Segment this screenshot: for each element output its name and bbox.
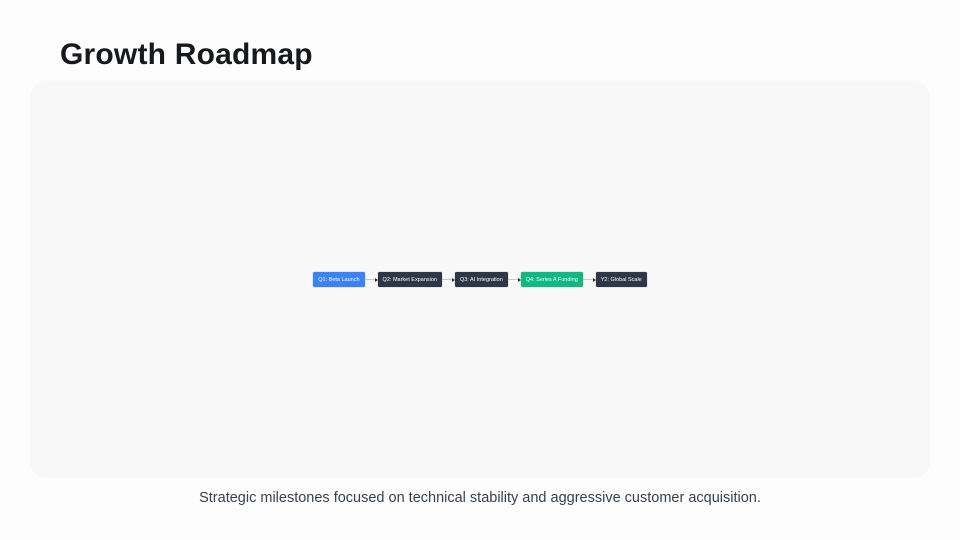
- flow-arrow-line: [441, 279, 452, 280]
- flowchart-node-n3: Q3: AI Integration: [454, 272, 508, 287]
- flow-arrowhead-icon: [374, 277, 378, 282]
- roadmap-panel: Q1: Beta Launch Q2: Market Expansion Q3: A…: [30, 81, 930, 478]
- flow-arrow: [582, 277, 596, 282]
- roadmap-flowchart: Q1: Beta Launch Q2: Market Expansion Q3: A…: [313, 272, 647, 287]
- flow-arrow-line: [507, 279, 518, 280]
- flow-arrow: [441, 277, 455, 282]
- flow-arrow-line: [582, 279, 593, 280]
- flow-arrowhead-icon: [451, 277, 455, 282]
- page-title: Growth Roadmap: [60, 38, 313, 71]
- flowchart-node-n5: Y2: Global Scale: [595, 272, 647, 287]
- flowchart-node-n2: Q2: Market Expansion: [377, 272, 442, 287]
- flow-arrow-line: [364, 279, 375, 280]
- flowchart-node-n1: Q1: Beta Launch: [313, 272, 365, 287]
- flowchart-node-n4: Q4: Series A Funding: [520, 272, 583, 287]
- caption-text: Strategic milestones focused on technica…: [199, 490, 761, 506]
- flow-arrowhead-icon: [592, 277, 596, 282]
- flow-arrowhead-icon: [517, 277, 521, 282]
- flow-arrow: [507, 277, 521, 282]
- flow-arrow: [364, 277, 378, 282]
